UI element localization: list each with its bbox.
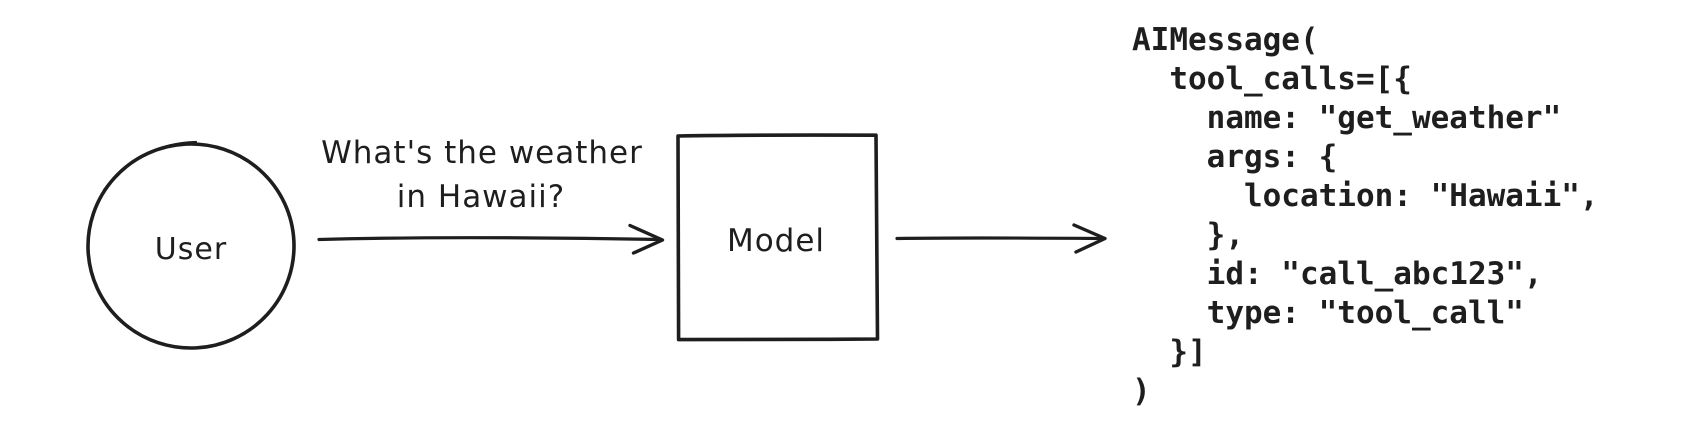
model-to-output-arrowhead-icon: [1072, 223, 1107, 254]
user-to-model-arrow: [317, 223, 665, 255]
model-node: Model: [676, 133, 880, 342]
model-to-output-arrow: [895, 223, 1107, 254]
model-node-label: Model: [727, 223, 825, 259]
user-node-circle: [86, 142, 296, 350]
model-to-output-arrow-shaft: [895, 236, 1102, 241]
user-to-model-arrow-shaft: [317, 236, 659, 242]
model-node-box: [676, 133, 880, 342]
user-to-model-arrow-label: What's the weather in Hawaii?: [321, 135, 643, 215]
user-to-model-arrowhead-icon: [628, 223, 665, 255]
ai-message-code-block: AIMessage( tool_calls=[{ name: "get_weat…: [1132, 22, 1599, 409]
user-node-circle-overlap-stroke: [102, 140, 198, 192]
user-node-label: User: [155, 232, 227, 267]
arrow-label-line1: What's the weather: [321, 135, 643, 171]
user-node: User: [86, 140, 296, 350]
arrow-label-line2: in Hawaii?: [397, 179, 565, 215]
